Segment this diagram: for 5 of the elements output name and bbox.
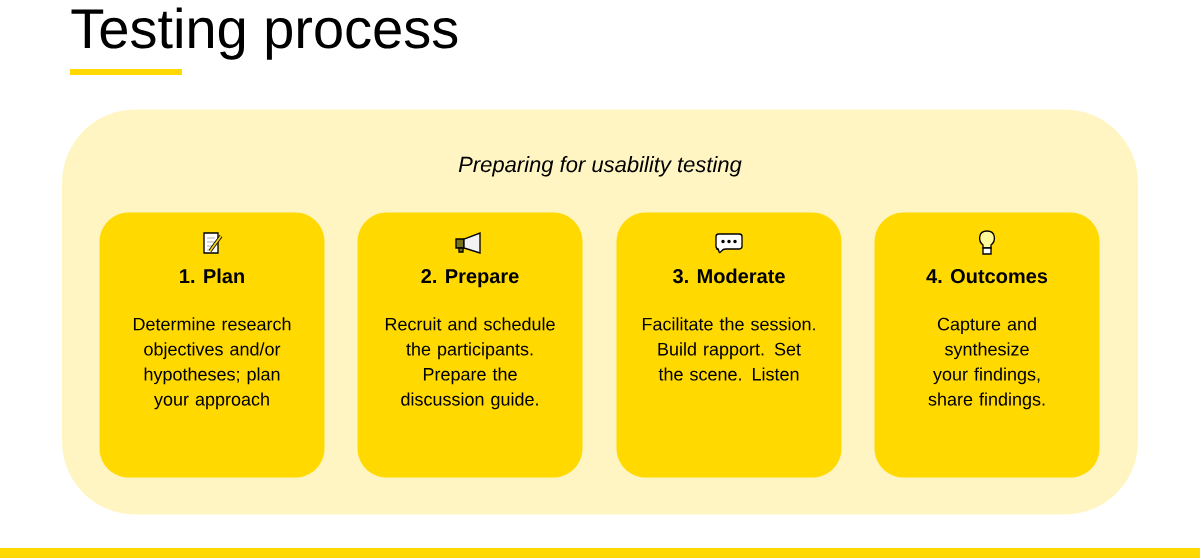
step-card: 2. Prepare Recruit and schedule the participants. Prepare the discussion guide. [357,212,583,478]
step-card: 3. Moderate Facilitate the session. Build rapport. Set the scene. Listen [616,212,842,478]
step-card: 4. Outcomes Capture and synthesize your findings, share findings. [874,212,1100,478]
title: Testing process [71,7,458,60]
step-card: 1. Plan Determine research objectives and/or hypotheses; plan your approach [99,212,325,478]
